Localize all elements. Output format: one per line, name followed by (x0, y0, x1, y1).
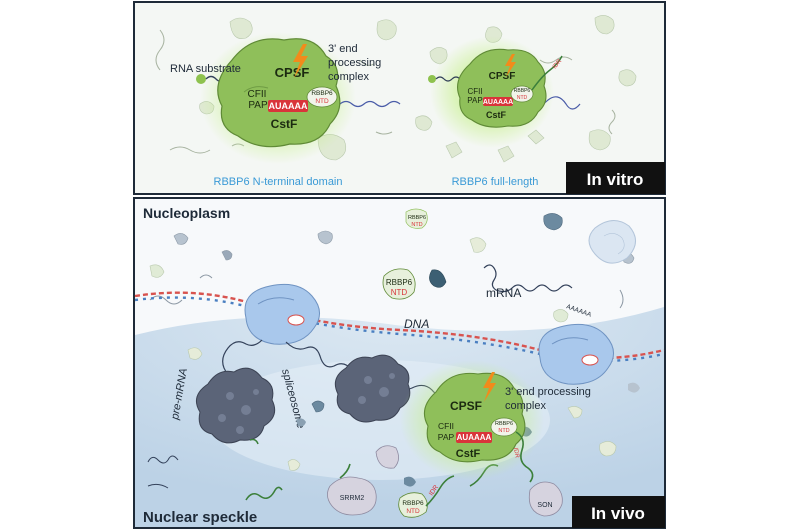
cstf-label-right: CstF (486, 110, 507, 120)
complex-label-line1: 3' end (328, 43, 358, 55)
nucleoplasm-label: Nucleoplasm (143, 205, 230, 221)
idr-label-vivo: IDR (512, 447, 520, 459)
small-ntd-label: NTD (411, 222, 422, 228)
mrna-label: mRNA (486, 286, 521, 300)
pap-label-vivo: PAP (438, 432, 455, 442)
small-rbbp6-label: RBBP6 (408, 215, 426, 221)
rna-polymerase-left (244, 283, 320, 345)
complex-left-body (217, 38, 341, 148)
complex-right: CPSF CFII PAP AUAAAA RBBP6 NTD IDR CstF (428, 36, 581, 148)
complex-vivo-label-line1: 3' end processing (505, 386, 591, 398)
floating-rbbp6-label: RBBP6 (386, 278, 413, 287)
nucleoplasm-proteins (149, 213, 636, 323)
pap-label: PAP (248, 100, 268, 111)
speckle-rbbp6-label: RBBP6 (402, 500, 424, 507)
polya-signal-box-vivo (456, 432, 492, 443)
nuclear-speckle-label: Nuclear speckle (143, 509, 257, 526)
rbbp6-ntd-blob-right (510, 85, 534, 103)
rbbp6-label-right: RBBP6 (514, 88, 531, 94)
speckle-protein-blob (375, 445, 399, 469)
floating-rbbp6-ntd: RBBP6 NTD (382, 268, 416, 300)
rbbp6-label-vivo: RBBP6 (495, 421, 513, 427)
rna-cleaved-strand (339, 100, 401, 108)
cfii-label: CFII (248, 89, 267, 100)
rna-5prime-cap-right (428, 75, 436, 83)
dna-label: DNA (404, 317, 429, 331)
small-rbbp6-ntd: RBBP6 NTD (405, 208, 428, 229)
cstf-label-vivo: CstF (456, 448, 481, 460)
ntd-label: NTD (315, 98, 329, 105)
pap-label-right: PAP (467, 96, 482, 105)
idr-label-right: IDR (552, 58, 564, 70)
speckle-ntd-label: NTD (406, 508, 420, 515)
complex-label-line3: complex (328, 71, 369, 83)
polya-signal-box-right (483, 97, 513, 106)
idr-tail-right (531, 55, 563, 91)
cleavage-lightning-icon-right (505, 54, 516, 77)
polya-signal-label-right: AUAAAA (483, 99, 513, 106)
bottom-panel: Nucleoplasm RBBP6 NTD (133, 197, 666, 529)
speckle-rbbp6: RBBP6 NTD IDR (398, 475, 455, 518)
rna-substrate-label: RNA substrate (170, 63, 241, 75)
floating-ntd-label: NTD (391, 288, 408, 297)
rbbp6-label: RBBP6 (311, 90, 333, 97)
cpsf-label: CPSF (275, 65, 310, 80)
cpsf-label-right: CPSF (489, 71, 516, 82)
polya-signal-label: AUAAAA (269, 101, 308, 111)
cleavage-lightning-icon (293, 44, 308, 78)
in-vivo-badge (572, 496, 665, 528)
complex-label-line2: processing (328, 57, 381, 69)
complex-left: CPSF CFII PAP AUAAAA RBBP6 NTD CstF (196, 32, 401, 164)
srrm2-label: SRRM2 (340, 495, 365, 502)
spliceosome-left (195, 367, 276, 444)
idr-tail-vivo (515, 431, 534, 483)
ntd-label-vivo: NTD (498, 428, 509, 434)
in-vivo-label: In vivo (591, 504, 645, 523)
in-vitro-label: In vitro (587, 170, 644, 189)
cpsf-label-vivo: CPSF (450, 399, 482, 413)
rbbp6-ntd-blob (306, 86, 338, 108)
complex-right-body (457, 48, 547, 128)
polya-signal-box (268, 100, 308, 112)
complex-vivo-label-line2: complex (505, 400, 546, 412)
dna-strand-blue (134, 296, 665, 363)
cfii-label-right: CFII (467, 87, 482, 96)
speckle-strands (147, 455, 179, 489)
rna-polymerase-right (538, 323, 614, 385)
son-label: SON (537, 502, 552, 509)
complex-in-vivo: CPSF CFII PAP AUAAAA RBBP6 NTD IDR CstF (400, 360, 544, 483)
polya-signal-label-vivo: AUAAAA (457, 433, 492, 442)
ntd-label-right: NTD (517, 95, 528, 101)
nucleoplasm-strands (149, 274, 624, 309)
cstf-label: CstF (271, 117, 298, 131)
in-vitro-badge (566, 162, 665, 194)
rna-5prime-cap (196, 74, 206, 84)
caption-full-length: RBBP6 full-length (452, 176, 539, 188)
cleavage-lightning-icon-vivo (483, 372, 496, 402)
ligase-blob (429, 269, 447, 288)
rbbp6-ntd-blob-vivo (490, 417, 518, 437)
cfii-label-vivo: CFII (438, 421, 454, 431)
top-panel: CPSF CFII PAP AUAAAA RBBP6 NTD CstF RNA … (133, 1, 666, 195)
mrna-strand (483, 264, 573, 293)
son-protein: SON (528, 481, 563, 517)
spliceosome-right (334, 354, 411, 423)
caption-ntd: RBBP6 N-terminal domain (214, 176, 343, 188)
srrm2-protein: SRRM2 (327, 476, 377, 516)
